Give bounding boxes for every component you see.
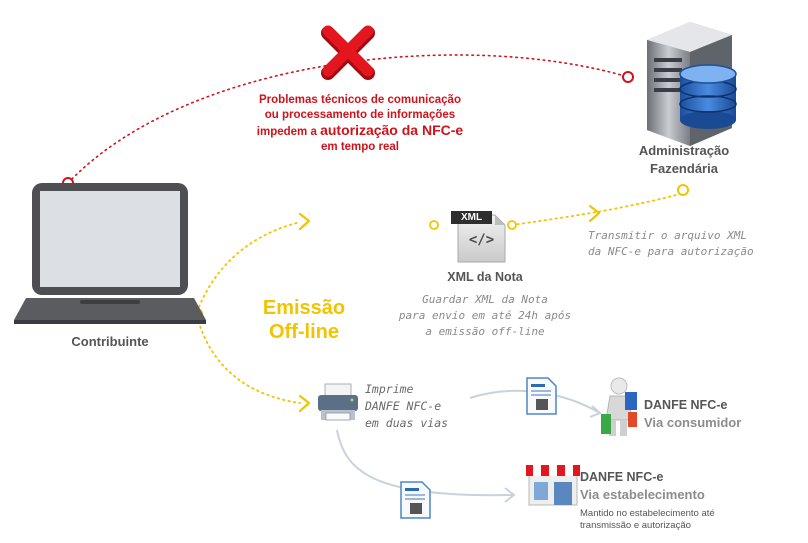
- xml-desc-line-3: a emissão off-line: [425, 325, 545, 338]
- xml-file-icon: [451, 211, 506, 263]
- problem-highlight: autorização da NFC-e: [320, 122, 464, 138]
- yellow-path-to-xml: [196, 221, 301, 313]
- laptop-icon: [14, 183, 206, 324]
- yellow-chevron-3: [588, 204, 601, 223]
- store-subtitle: Via estabelecimento: [580, 487, 705, 502]
- document-icon-store: [400, 481, 431, 519]
- person-shopping-icon: [601, 377, 637, 436]
- xml-desc-line-1: Guardar XML da Nota: [422, 293, 548, 306]
- problem-line-1: Problemas técnicos de comunicação: [259, 94, 461, 106]
- problem-line-3: impedem a autorização da NFC-e: [240, 123, 480, 140]
- gray-arrow-store: [504, 487, 516, 503]
- store-note: Mantido no estabelecimento até transmiss…: [580, 508, 770, 532]
- print-text: Imprime DANFE NFC-e em duas vias: [365, 381, 475, 432]
- transmit-line-2: da NFC-e para autorização: [588, 245, 754, 258]
- yellow-node-xml-right: [507, 220, 517, 230]
- consumer-title: DANFE NFC-e: [644, 398, 728, 412]
- yellow-chevron-2: [298, 394, 311, 413]
- fazenda-line-2: Fazendária: [650, 161, 718, 176]
- gray-arrow-consumer: [589, 405, 602, 418]
- offline-line-1: Emissão: [262, 297, 346, 319]
- problem-line-2: ou processamento de informações: [264, 109, 456, 121]
- problem-text: Problemas técnicos de comunicação ou pro…: [240, 93, 480, 155]
- database-icon: [679, 64, 737, 129]
- yellow-node-fazenda: [677, 184, 689, 196]
- print-line-3: em duas vias: [365, 416, 449, 430]
- gray-line-print-to-store: [336, 429, 513, 497]
- transmit-line-1: Transmitir o arquivo XML: [588, 229, 747, 242]
- document-icon-consumer: [526, 377, 557, 415]
- problem-line-4: em tempo real: [321, 141, 399, 153]
- xml-glyph: </>: [468, 232, 495, 248]
- problem-line-3-start: impedem a: [256, 126, 321, 138]
- xml-title: XML da Nota: [447, 270, 523, 284]
- store-note-line-1: Mantido no estabelecimento até: [580, 508, 715, 519]
- yellow-node-xml-left: [429, 220, 439, 230]
- consumer-label: DANFE NFC-e Via consumidor: [644, 396, 774, 432]
- xml-description: Guardar XML da Nota para envio em até 24…: [385, 292, 585, 340]
- yellow-path-to-printer: [196, 315, 301, 404]
- red-node-right: [622, 71, 634, 83]
- store-note-line-2: transmissão e autorização: [580, 520, 691, 531]
- xml-badge: XML: [460, 212, 483, 223]
- store-title: DANFE NFC-e: [580, 470, 664, 484]
- transmit-text: Transmitir o arquivo XML da NFC-e para a…: [588, 228, 778, 260]
- consumer-subtitle: Via consumidor: [644, 415, 742, 430]
- yellow-path-xml-to-fazenda: [511, 193, 681, 226]
- print-line-1: Imprime: [365, 382, 414, 396]
- xml-desc-line-2: para envio em até 24h após: [398, 309, 572, 322]
- offline-line-2: Off-line: [269, 321, 339, 343]
- offline-label: Emissão Off-line: [248, 296, 360, 344]
- print-line-2: DANFE NFC-e: [365, 399, 442, 413]
- store-label: DANFE NFC-e Via estabelecimento: [580, 468, 750, 504]
- fazenda-line-1: Administração: [638, 143, 730, 158]
- x-mark-icon: [321, 25, 375, 80]
- storefront-icon: [526, 465, 580, 506]
- contribuinte-label: Contribuinte: [71, 334, 149, 349]
- yellow-chevron-1: [298, 212, 311, 231]
- fazenda-label: Administração Fazendária: [626, 142, 742, 178]
- printer-icon: [318, 383, 358, 421]
